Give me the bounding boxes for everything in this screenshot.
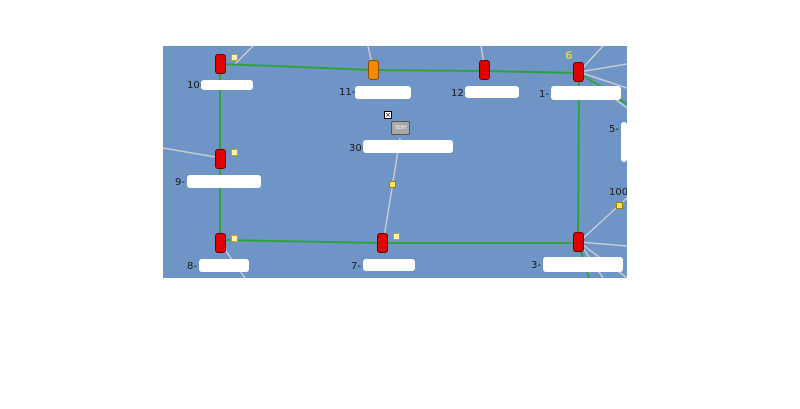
node-10[interactable] (215, 54, 226, 74)
link-1-3 (577, 72, 580, 243)
node-7-badge-icon (393, 233, 400, 240)
link-aux (163, 147, 222, 159)
link-aux (578, 63, 627, 73)
node-10-label: 10- (187, 80, 204, 91)
link-8-7 (219, 239, 384, 244)
node-7[interactable] (377, 233, 388, 253)
node-8[interactable] (215, 233, 226, 253)
link-aux (382, 137, 401, 245)
node-8-badge-icon (231, 235, 238, 242)
node-1-label: 1- (539, 89, 549, 100)
sdh-node-icon[interactable]: SDH (391, 121, 410, 135)
link-aux (578, 241, 627, 247)
redacted-label (551, 86, 621, 100)
node-11-label: 11- (339, 87, 356, 98)
node-10-badge-icon (231, 54, 238, 61)
link-aux (578, 71, 627, 89)
redacted-label (465, 86, 519, 98)
node-100-label: 100- (609, 187, 627, 198)
node-7-label: 7- (351, 261, 361, 272)
node-11[interactable] (368, 60, 379, 80)
node-5-label: 5- (609, 124, 619, 135)
node-9-badge-icon (231, 149, 238, 156)
node-8-label: 8- (187, 261, 197, 272)
node-12-label: 12- (451, 88, 468, 99)
node-3-label: 3- (531, 260, 541, 271)
redacted-label (621, 122, 627, 162)
link-12-1 (484, 70, 580, 74)
redacted-label (187, 175, 261, 188)
sdh-node-label: 30- (349, 143, 366, 154)
topology-map[interactable]: 6 10- 11- 12- 1- 9- 8- 7- 3- × SDH 30- 5… (163, 46, 627, 278)
link-11-12 (372, 69, 486, 72)
link-marker-icon[interactable] (616, 202, 623, 209)
link-aux (234, 46, 254, 65)
node-9-label: 9- (175, 177, 185, 188)
node-12[interactable] (479, 60, 490, 80)
node-1[interactable] (573, 62, 584, 82)
alarm-count: 6 (565, 49, 573, 62)
redacted-label (543, 257, 623, 272)
redacted-label (199, 259, 249, 272)
redacted-label (363, 259, 415, 271)
link-marker-icon[interactable] (389, 181, 396, 188)
redacted-label (201, 80, 253, 90)
link-10-11 (220, 63, 374, 71)
redacted-label (363, 140, 453, 153)
node-9[interactable] (215, 149, 226, 169)
redacted-label (355, 86, 411, 99)
node-3[interactable] (573, 232, 584, 252)
close-icon[interactable]: × (384, 111, 392, 119)
